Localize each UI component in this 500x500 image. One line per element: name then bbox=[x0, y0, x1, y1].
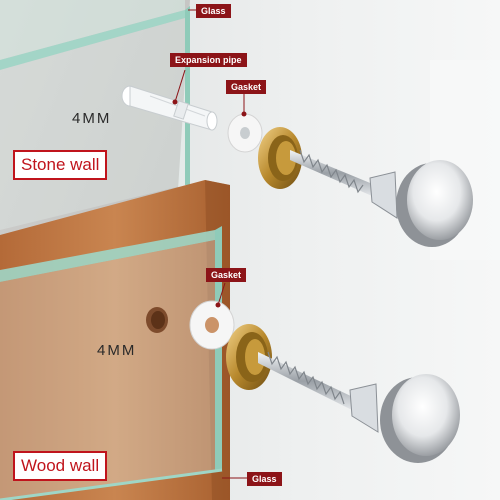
gasket-icon bbox=[189, 300, 235, 350]
stone-wall-label: Stone wall bbox=[13, 150, 108, 180]
chrome-cap-icon bbox=[396, 160, 473, 247]
dimension-bottom-label: 4MM bbox=[97, 342, 137, 359]
gasket-top-label: Gasket bbox=[226, 80, 267, 94]
screw-icon bbox=[258, 351, 379, 433]
brass-cap-icon bbox=[226, 324, 272, 390]
brass-cap-icon bbox=[258, 127, 302, 189]
screw-icon bbox=[290, 149, 398, 219]
gasket-bottom-label: Gasket bbox=[206, 268, 247, 282]
dimension-top-label: 4MM bbox=[72, 110, 112, 127]
gasket-icon bbox=[227, 113, 263, 153]
expansion-pipe-icon bbox=[121, 85, 218, 131]
wood-wall-label: Wood wall bbox=[13, 451, 108, 481]
expansion-pipe-label: Expansion pipe bbox=[170, 53, 247, 67]
glass-top-label: Glass bbox=[196, 4, 231, 18]
glass-bottom-label: Glass bbox=[247, 472, 282, 486]
chrome-cap-icon bbox=[380, 374, 460, 463]
